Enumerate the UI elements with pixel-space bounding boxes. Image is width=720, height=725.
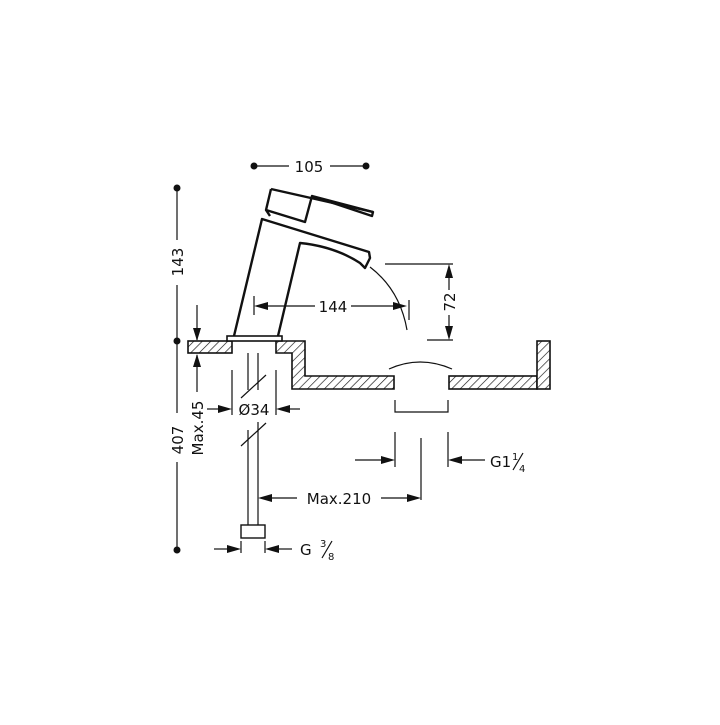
dimension-spout-clearance: 72 [385,263,459,341]
label-105: 105 [295,158,324,176]
supply-hoses [240,353,267,539]
dimension-left-heights: 143 407 [169,184,187,554]
label-diameter-34: Ø34 [239,401,270,419]
counter-section [187,340,551,413]
dimension-supply-thread: G 3 8 [214,539,334,563]
dimension-top-width: 105 [250,158,370,176]
label-g: G [300,541,312,559]
label-max45: Max.45 [189,401,207,456]
label-g1: G1 [490,453,511,471]
label-72: 72 [441,292,459,311]
dimension-deck-thickness: Max.45 [189,305,207,455]
label-g1-num: 1 [512,452,518,463]
tap-body [226,187,408,342]
dimension-drain-thread: G1 1 4 [355,432,525,475]
dimension-max-210: Max.210 [258,438,422,508]
label-144: 144 [319,298,348,316]
label-g-num: 3 [320,539,326,550]
label-g1-den: 4 [519,464,525,475]
label-max210: Max.210 [307,490,371,508]
label-g-den: 8 [328,552,334,563]
dimension-spout-reach: 144 [253,296,410,320]
dimension-hole-diameter: Ø34 [207,370,300,419]
label-143: 143 [169,248,187,277]
label-407: 407 [169,426,187,455]
